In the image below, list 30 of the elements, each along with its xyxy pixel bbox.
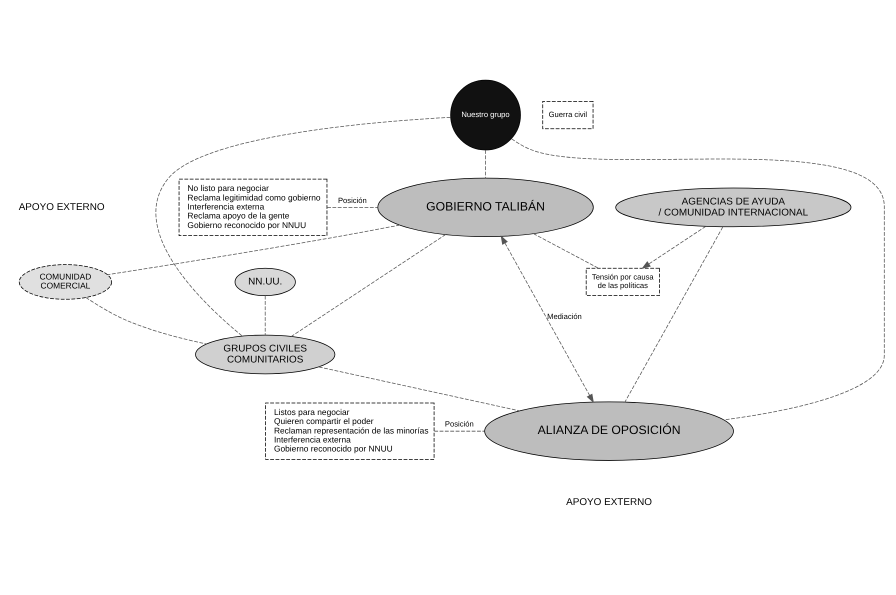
node-ellipse: ALIANZA DE OPOSICIÓN bbox=[484, 401, 734, 460]
node-ellipse: GRUPOS CIVILES COMUNITARIOS bbox=[195, 334, 336, 374]
arrow bbox=[641, 226, 706, 268]
node-box: No listo para negociar Reclama legitimidad como gobierno Interferencia externa Reclama apoyo de la gente Gobierno reconocido por NNUU bbox=[178, 178, 328, 236]
connector bbox=[434, 430, 485, 432]
edge-label: Posición bbox=[444, 419, 474, 428]
node-ellipse: GOBIERNO TALIBÁN bbox=[377, 177, 594, 237]
connector bbox=[107, 224, 400, 275]
connector bbox=[511, 138, 885, 420]
label: APOYO EXTERNO bbox=[566, 496, 652, 508]
node-ellipse: AGENCIAS DE AYUDA / COMUNIDAD INTERNACIONAL bbox=[615, 187, 852, 227]
connector bbox=[290, 234, 446, 336]
connector bbox=[485, 149, 486, 178]
label: APOYO EXTERNO bbox=[18, 201, 105, 212]
node-box: Listos para negociar Quieren compartir el poder Reclaman representación de las minorías Interferencia externa Gobierno reconocido por NNUU bbox=[265, 402, 434, 460]
connector bbox=[532, 232, 599, 268]
arrow bbox=[500, 234, 594, 403]
node-ellipse: COMUNIDAD COMERCIAL bbox=[18, 264, 112, 300]
node-box: Guerra civil bbox=[542, 100, 594, 129]
edge-label: Posición bbox=[338, 195, 367, 204]
connector bbox=[86, 296, 207, 344]
edge-label: Mediación bbox=[547, 312, 582, 321]
connector bbox=[624, 226, 724, 402]
connector bbox=[264, 294, 266, 335]
node-ellipse: NN.UU. bbox=[234, 267, 296, 296]
connector bbox=[326, 206, 378, 208]
node-circle: Nuestro grupo bbox=[450, 79, 521, 150]
node-box: Tensión por causa de las políticas bbox=[586, 267, 660, 296]
connector bbox=[156, 116, 451, 336]
connector bbox=[318, 366, 520, 411]
